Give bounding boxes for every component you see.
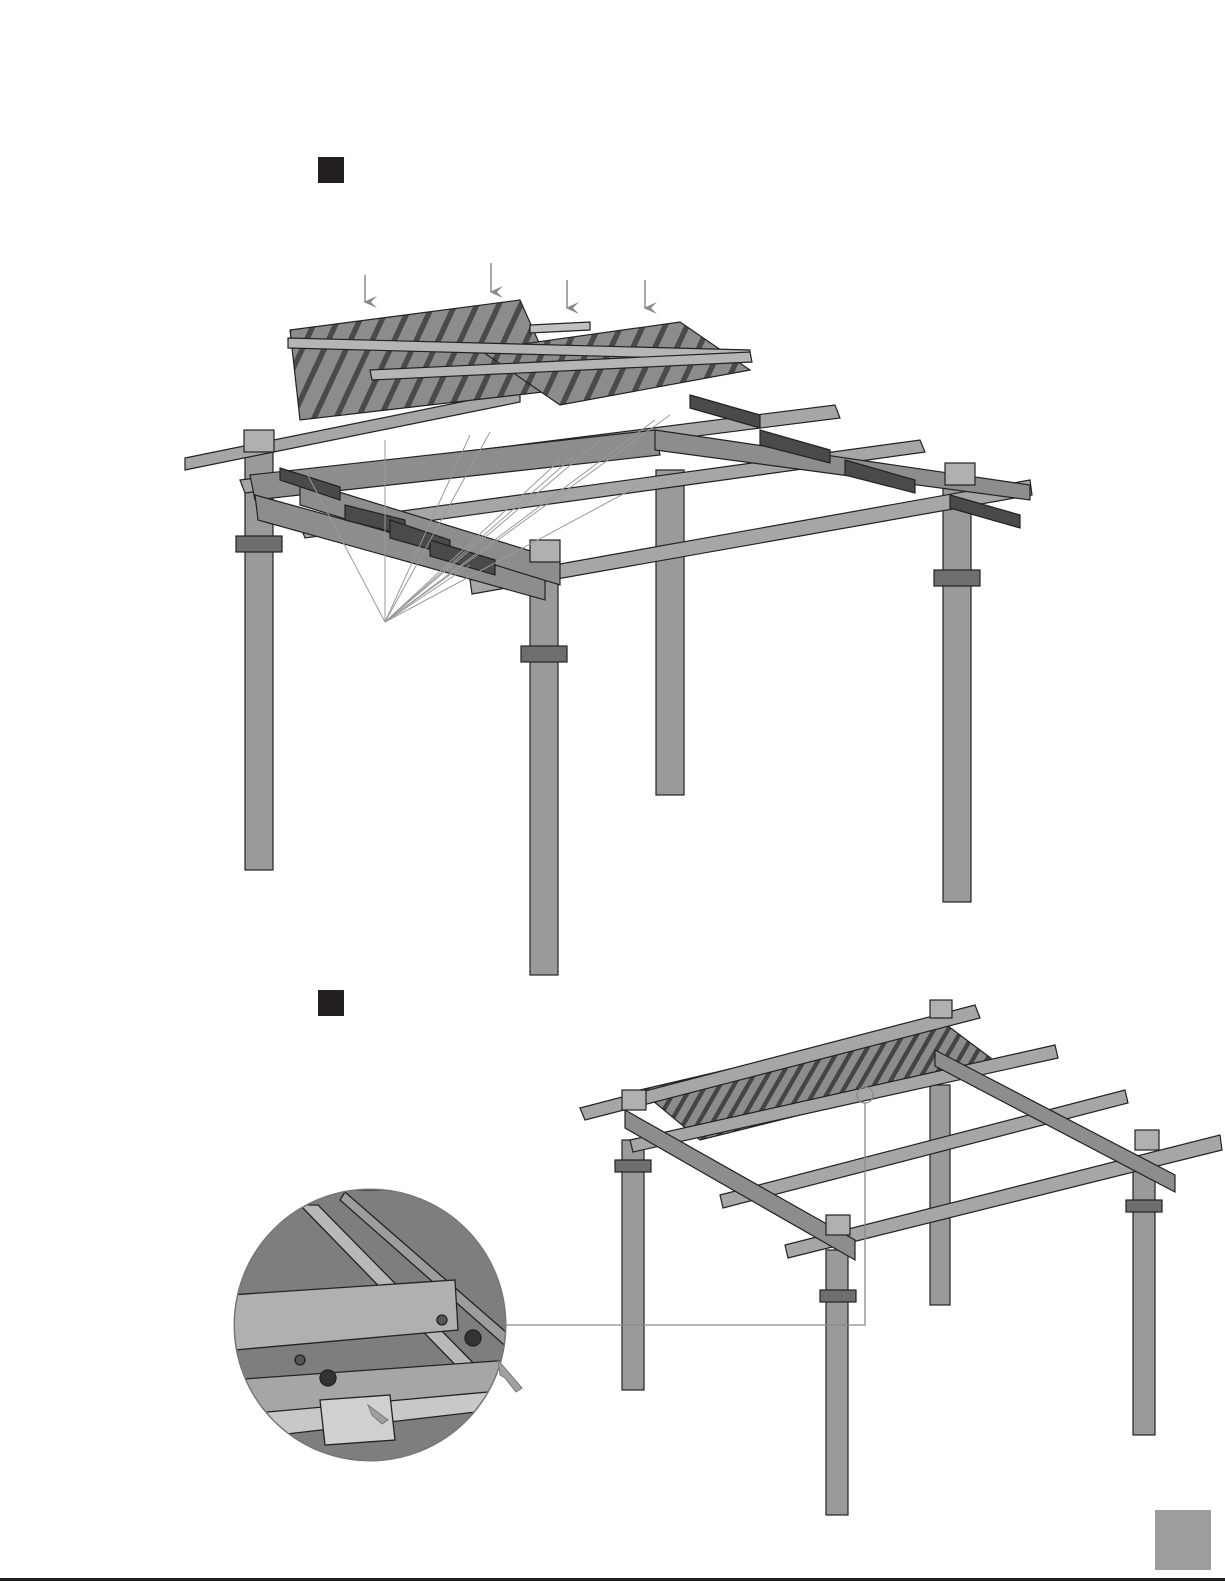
magnifier-detail-icon: [230, 1190, 515, 1470]
page-tab: [1155, 1510, 1211, 1570]
step2-pergola: [580, 1000, 1222, 1515]
down-arrow-icon: [365, 263, 645, 308]
step1-pergola: [185, 390, 1032, 975]
bottom-rule: [0, 1578, 1225, 1581]
